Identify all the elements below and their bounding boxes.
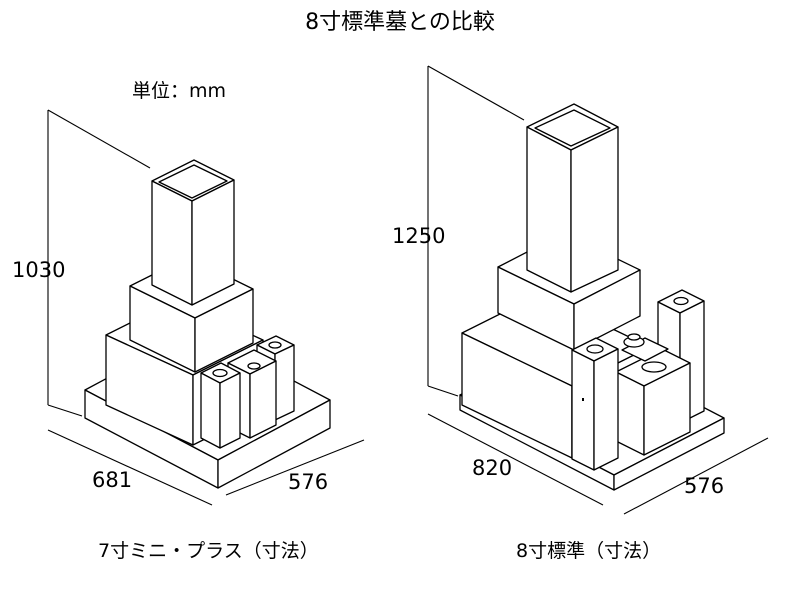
flower-post-7	[200, 362, 241, 449]
caption-8sun: 8寸標準（寸法）	[516, 540, 662, 562]
height-label-8sun: 1250	[392, 224, 446, 248]
width-label-7sun: 681	[92, 468, 133, 492]
depth-label-8sun: 576	[684, 474, 725, 498]
flower-post-8	[571, 337, 619, 471]
dimension-lines-8	[427, 65, 769, 515]
height-label-7sun: 1030	[12, 258, 66, 282]
incense-box-8	[615, 333, 691, 456]
unit-label: 単位：mm	[132, 80, 227, 102]
dimension-lines-7	[47, 109, 365, 506]
grave-8sun-drawing	[427, 65, 769, 515]
main-pillar-7	[151, 159, 235, 306]
page-title: 8寸標準墓との比較	[305, 10, 495, 35]
main-pillar-8	[526, 103, 619, 293]
width-label-8sun: 820	[472, 456, 513, 480]
caption-7sun: 7寸ミニ・プラス（寸法）	[98, 540, 319, 562]
grave-7sun-drawing	[47, 109, 365, 506]
depth-label-7sun: 576	[288, 470, 329, 494]
